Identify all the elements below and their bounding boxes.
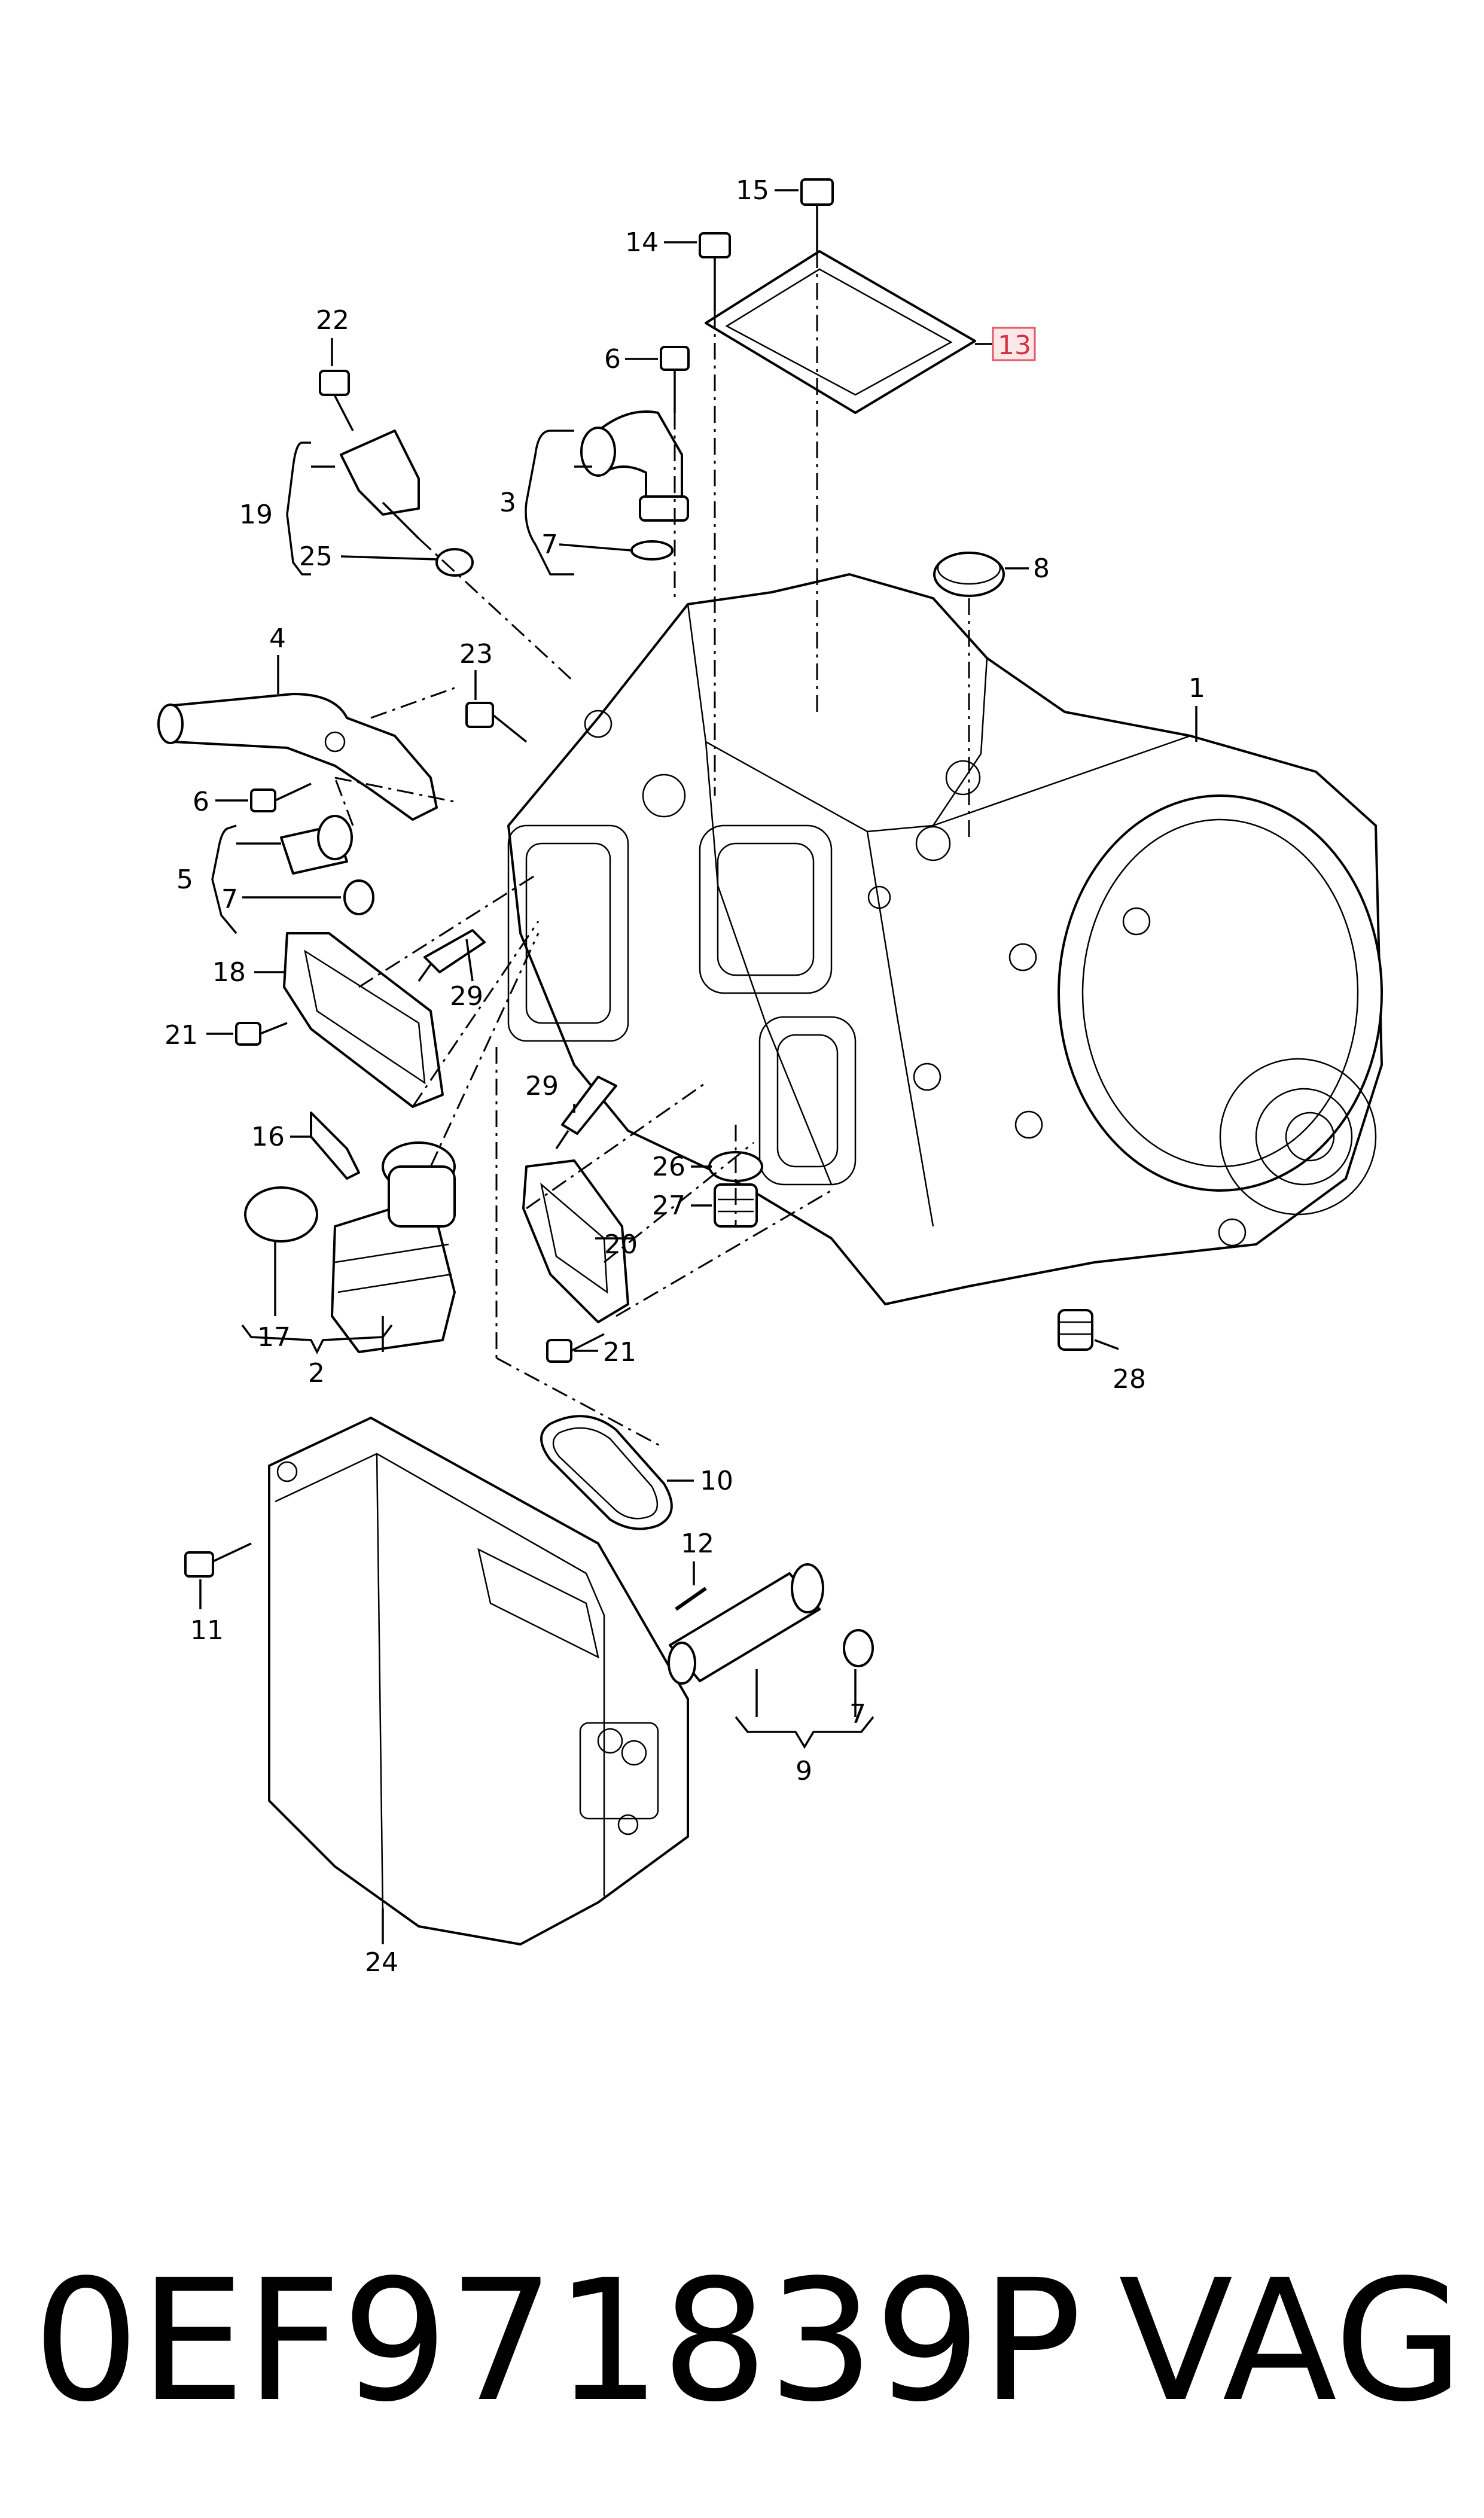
seal-ring-7-top xyxy=(630,540,674,561)
callout-8: 8 xyxy=(1033,553,1050,584)
plug-28 xyxy=(1058,1309,1093,1351)
bolt-21-left xyxy=(235,1022,288,1046)
sleeve-5 xyxy=(280,815,353,875)
cover-gasket-13 xyxy=(705,250,976,414)
pin-12 xyxy=(675,1587,707,1611)
callout-20: 20 xyxy=(604,1229,638,1260)
callout-23: 23 xyxy=(459,639,493,669)
bolt-21-lower xyxy=(546,1333,605,1363)
callout-21-left: 21 xyxy=(164,1020,198,1051)
gasket-10 xyxy=(540,1415,673,1530)
callout-7-lower: 7 xyxy=(849,1699,866,1730)
tube-assembly-9 xyxy=(668,1563,824,1685)
bolt-6-left xyxy=(250,783,312,812)
callout-13: 13 xyxy=(998,330,1031,361)
callout-2: 2 xyxy=(308,1358,325,1389)
sealant-tube-29-upper xyxy=(418,929,486,982)
callout-28: 28 xyxy=(1113,1364,1146,1395)
leader-lines xyxy=(199,189,1197,1944)
callout-22: 22 xyxy=(316,305,349,336)
callout-1: 1 xyxy=(1189,673,1205,704)
bolt-14 xyxy=(699,232,731,311)
part-number: 0EF971839P xyxy=(33,2244,1082,2439)
callout-7-left: 7 xyxy=(221,884,238,915)
callout-12: 12 xyxy=(681,1529,714,1559)
callout-16: 16 xyxy=(251,1122,285,1152)
callout-labels: 15 14 13 6 3 7 8 1 22 19 25 4 23 6 5 7 1… xyxy=(164,175,1205,1978)
callout-5: 5 xyxy=(176,864,193,895)
hose-connector-4 xyxy=(157,693,438,821)
callout-17: 17 xyxy=(257,1322,291,1353)
brand-name: VAG xyxy=(1119,2244,1464,2439)
callout-7-top: 7 xyxy=(541,529,558,560)
callout-25: 25 xyxy=(299,541,333,572)
callout-14: 14 xyxy=(625,227,659,258)
bolt-15 xyxy=(800,178,834,251)
callout-24: 24 xyxy=(365,1947,398,1978)
elbow-pipe-3 xyxy=(580,410,689,522)
tube-16 xyxy=(310,1112,360,1180)
seal-ring-7-lower xyxy=(843,1629,874,1667)
callout-27: 27 xyxy=(652,1191,685,1221)
bolt-11 xyxy=(184,1542,252,1578)
sealant-tube-29-lower xyxy=(555,1076,617,1149)
callout-21-lower: 21 xyxy=(603,1337,636,1368)
mechatronic-unit-24 xyxy=(268,1417,689,1945)
bolt-23 xyxy=(465,702,528,743)
callout-3: 3 xyxy=(499,488,516,518)
assembly-dash-lines xyxy=(334,251,970,1449)
sensor-19 xyxy=(340,430,420,540)
cover-18 xyxy=(283,932,444,1108)
callout-18: 18 xyxy=(212,957,246,988)
callout-15: 15 xyxy=(736,175,769,206)
callout-10: 10 xyxy=(700,1466,733,1496)
callout-9: 9 xyxy=(796,1756,812,1786)
gearbox-housing xyxy=(507,573,1383,1305)
callout-29-upper: 29 xyxy=(450,981,483,1012)
bolt-22 xyxy=(319,370,354,431)
cover-20 xyxy=(522,1159,629,1323)
callout-4: 4 xyxy=(269,623,286,654)
callout-11: 11 xyxy=(190,1615,224,1646)
seal-ring-17 xyxy=(244,1186,318,1243)
seal-ring-7-left xyxy=(343,879,374,915)
bolt-6-top xyxy=(660,346,690,413)
callout-29-lower: 29 xyxy=(525,1071,559,1101)
callout-19: 19 xyxy=(239,500,273,530)
callout-26: 26 xyxy=(652,1152,685,1182)
callout-6-left: 6 xyxy=(193,787,209,817)
callout-13-highlight xyxy=(992,327,1036,361)
seal-ring-25 xyxy=(435,548,474,577)
callout-6-top: 6 xyxy=(604,344,621,374)
plug-8 xyxy=(933,552,1005,597)
